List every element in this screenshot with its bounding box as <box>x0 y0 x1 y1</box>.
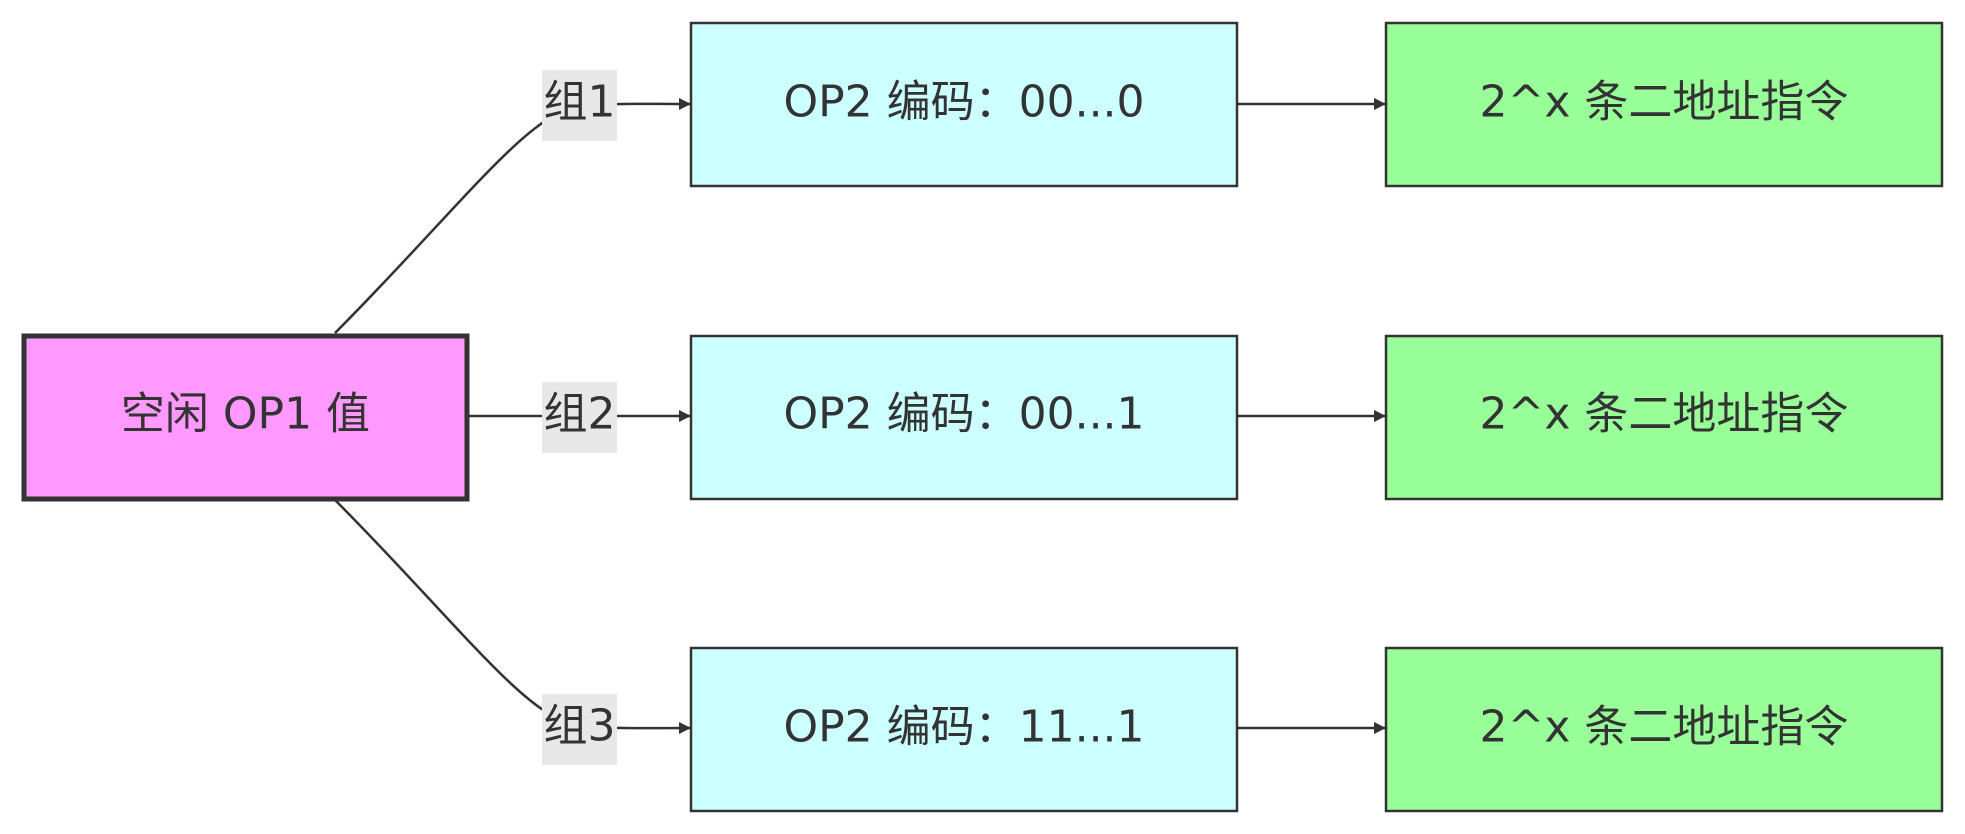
edge-group-3 <box>334 499 691 735</box>
node-op2-3[interactable]: OP2 编码：11...1 <box>689 646 1239 813</box>
node-result-3[interactable]: 2^x 条二地址指令 <box>1384 646 1944 813</box>
node-result-2-label: 2^x 条二地址指令 <box>1480 389 1849 440</box>
edge-label-group-3-text: 组3 <box>544 701 616 752</box>
node-result-1-label: 2^x 条二地址指令 <box>1480 77 1849 128</box>
node-op2-1-label: OP2 编码：00...0 <box>783 77 1144 128</box>
node-op2-3-label: OP2 编码：11...1 <box>783 702 1144 753</box>
edge-group-1 <box>334 97 691 334</box>
node-op2-2-label: OP2 编码：00...1 <box>783 389 1144 440</box>
node-op2-2[interactable]: OP2 编码：00...1 <box>689 334 1239 501</box>
node-result-1[interactable]: 2^x 条二地址指令 <box>1384 21 1944 188</box>
edge-label-group-3: 组3 <box>542 694 617 765</box>
edge-label-group-1: 组1 <box>542 70 617 141</box>
node-result-3-label: 2^x 条二地址指令 <box>1480 702 1849 753</box>
node-root-label: 空闲 OP1 值 <box>121 389 370 440</box>
node-root[interactable]: 空闲 OP1 值 <box>21 333 470 502</box>
node-result-2[interactable]: 2^x 条二地址指令 <box>1384 334 1944 501</box>
edge-label-group-2-text: 组2 <box>544 389 616 440</box>
edge-label-group-1-text: 组1 <box>544 77 616 128</box>
node-op2-1[interactable]: OP2 编码：00...0 <box>689 21 1239 188</box>
edge-label-group-2: 组2 <box>542 382 617 453</box>
